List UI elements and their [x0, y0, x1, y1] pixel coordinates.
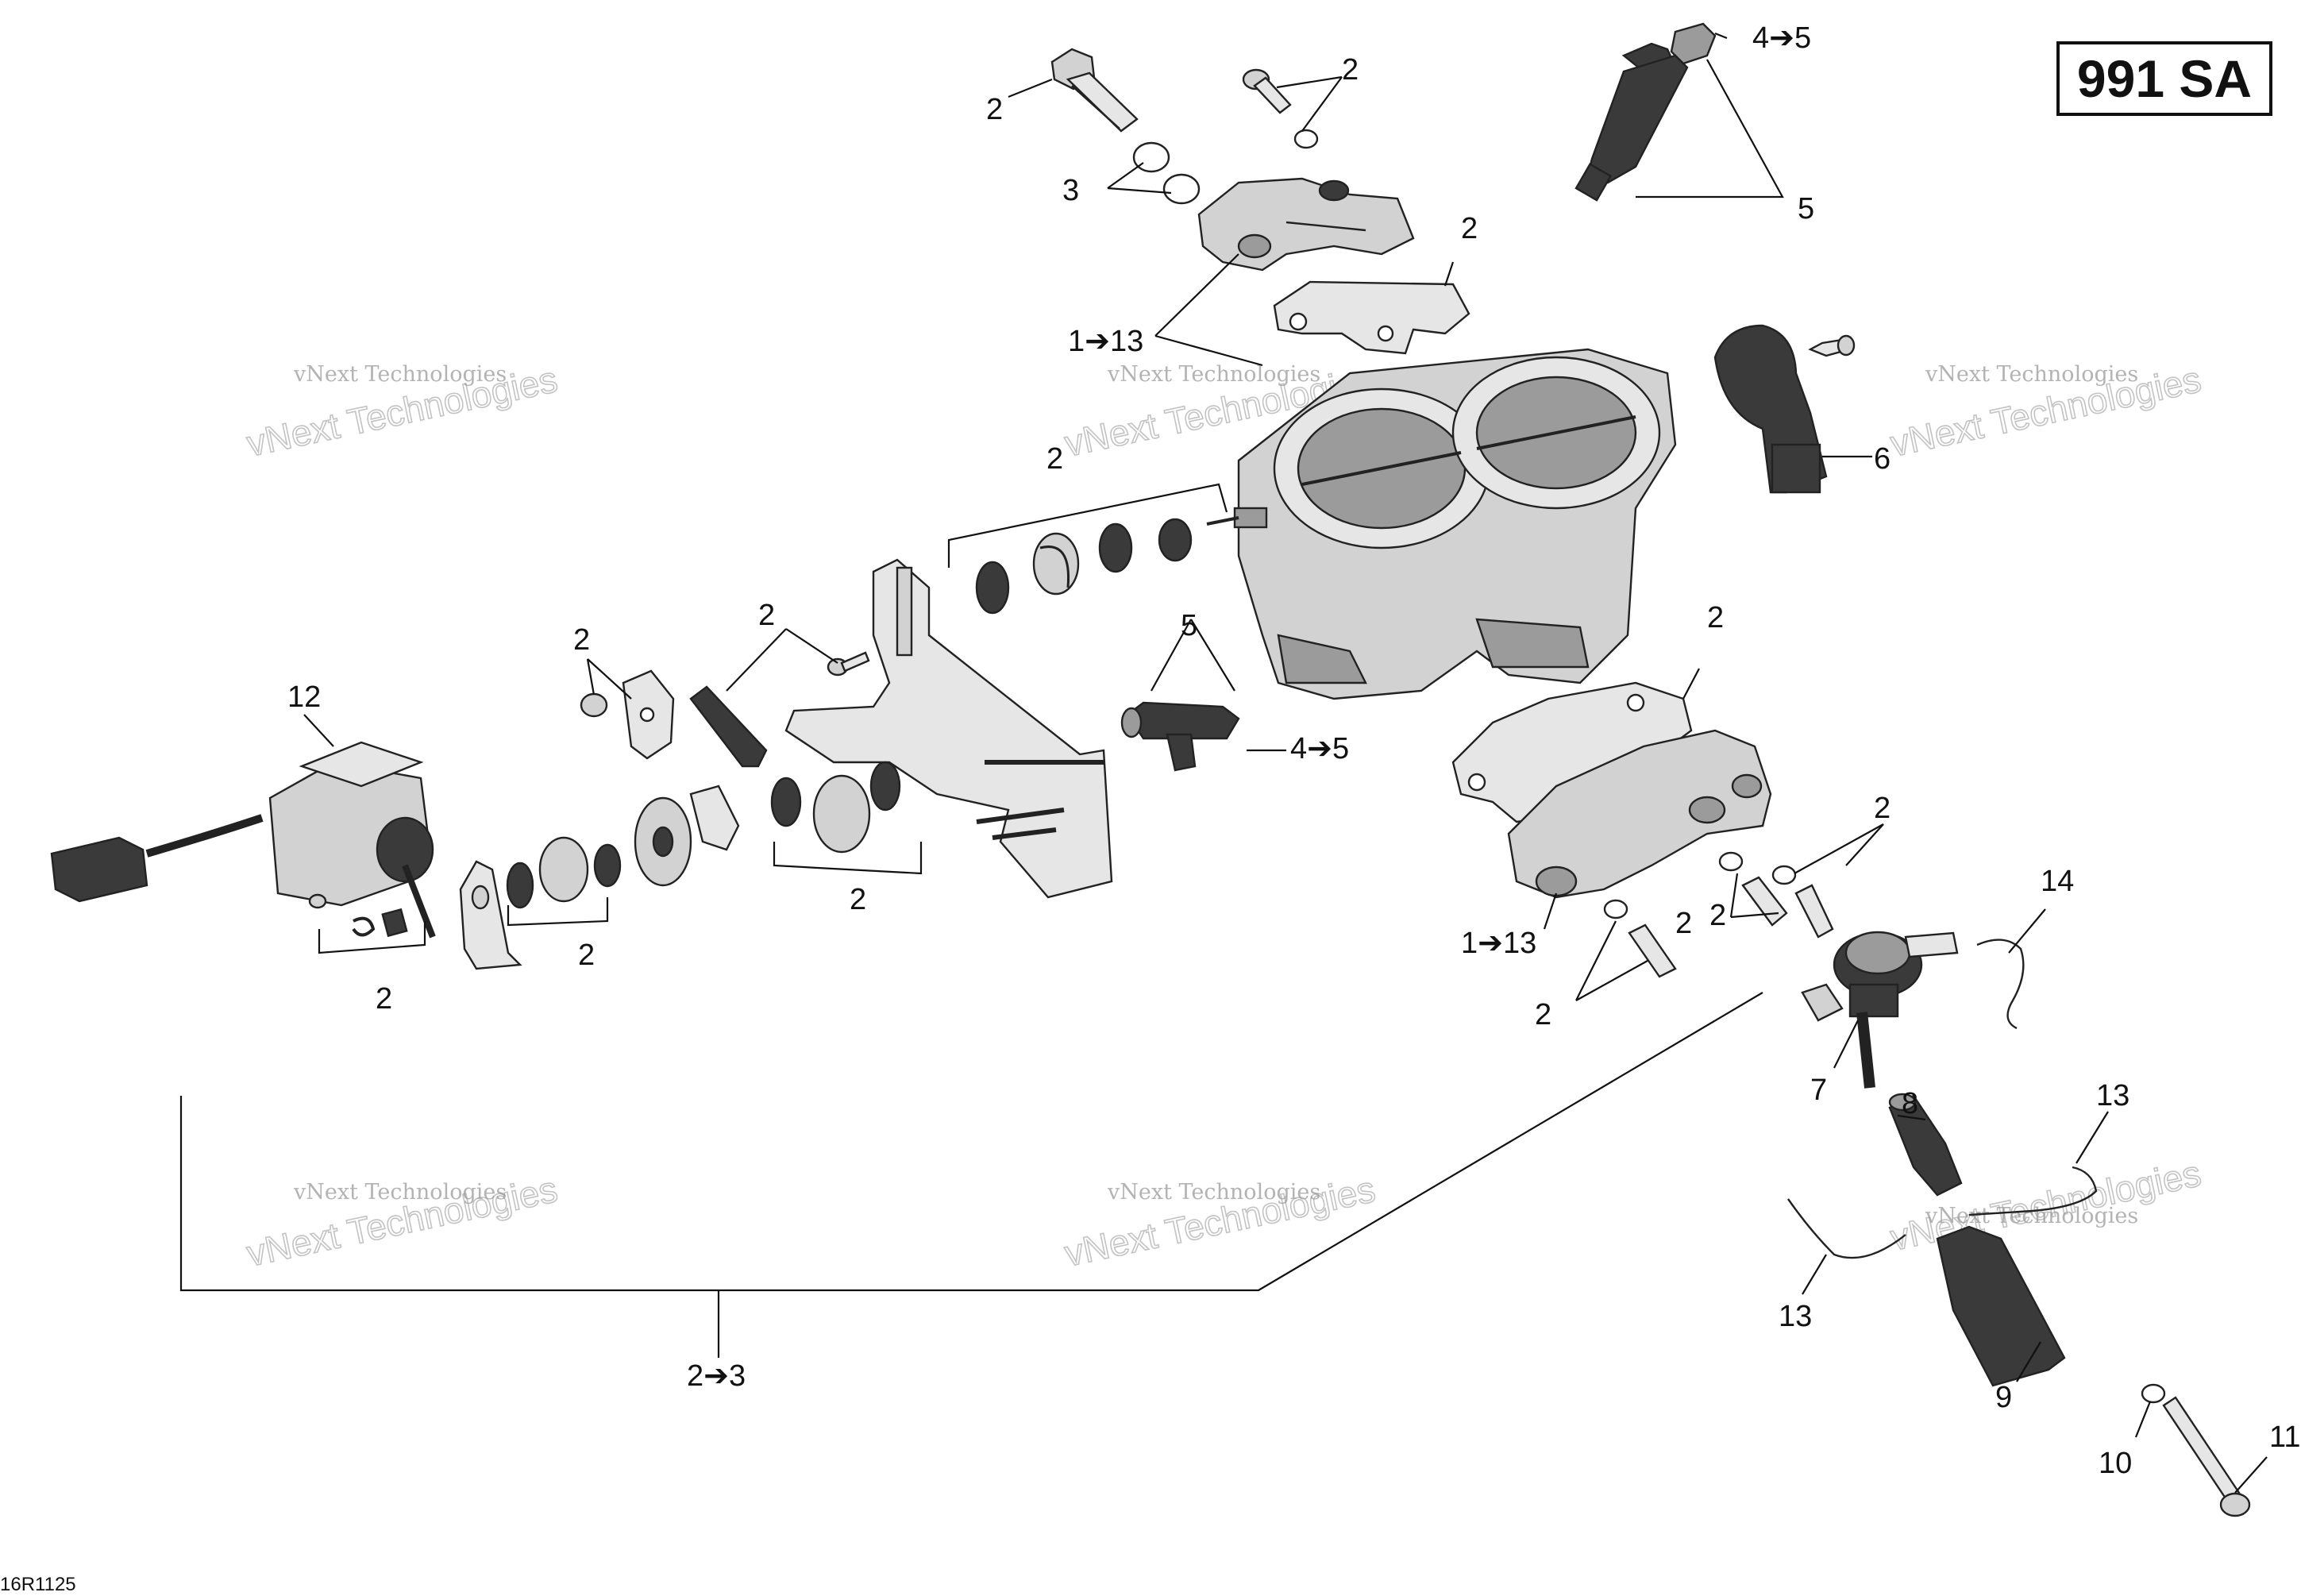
callout-label: 5 [1798, 192, 1814, 226]
callout-label: 2 [758, 599, 775, 632]
callouts: 2 2 3 4➔5 5 2 1➔13 6 2 2 2 12 5 4➔5 2 2 … [287, 21, 2300, 1480]
washer-upper [1293, 129, 1319, 149]
callout-label: 2 [1675, 907, 1692, 940]
callout-label: 8 [1902, 1087, 1918, 1120]
watermark-text: vNext Technologies [1925, 1204, 2138, 1228]
watermark-4: vNext Technologies vNext Technologies [242, 1167, 561, 1274]
return-hose [1976, 939, 2025, 1030]
callout-label: 2 [578, 939, 595, 972]
leader-lines [179, 32, 2268, 1494]
bolt-11 [2162, 1396, 2251, 1517]
clip-parts [308, 893, 408, 938]
sensor-screw [1808, 334, 1856, 357]
small-seals-lower [1603, 851, 1797, 919]
upper-fuel-rail [1197, 177, 1415, 272]
callout-label: 12 [287, 680, 321, 714]
watermark-text: vNext Technologies [293, 362, 507, 387]
fuel-injector-top [1574, 22, 1717, 202]
callout-label: 2➔3 [687, 1359, 746, 1393]
lower-fuel-rail [1507, 729, 1772, 899]
fuel-pressure-regulator [1801, 931, 1959, 1089]
callout-label: 2 [1342, 53, 1359, 87]
small-bracket [580, 669, 675, 760]
spring-set-middle [770, 761, 901, 854]
callout-label: 4➔5 [1752, 21, 1811, 55]
callout-label: 1➔13 [1461, 927, 1536, 960]
callout-label: 1➔13 [1068, 325, 1143, 358]
callout-label: 2 [850, 883, 866, 916]
hose-13-upper [1968, 1166, 2098, 1216]
callout-label: 2 [1709, 899, 1726, 932]
throttle-bracket [784, 558, 1113, 899]
callout-label: 2 [1046, 442, 1063, 476]
o-rings [1132, 141, 1201, 205]
washer-10 [2141, 1383, 2166, 1404]
small-screw-upper [1242, 68, 1292, 114]
fitting-8 [1888, 1093, 1963, 1197]
spring-set-upper [975, 518, 1193, 615]
model-badge: 991 SA [2056, 41, 2272, 116]
watermark-3: vNext Technologies vNext Technologies [1886, 357, 2205, 465]
throttle-lever [459, 860, 522, 970]
fuel-injector-lower [1120, 701, 1240, 772]
callout-label: 13 [2096, 1079, 2129, 1112]
watermark-1: vNext Technologies vNext Technologies [242, 357, 561, 465]
callout-label: 2 [376, 982, 392, 1016]
callout-label: 3 [1062, 174, 1079, 207]
callout-label: 11 [2269, 1421, 2300, 1454]
callout-label: 13 [1779, 1300, 1812, 1333]
watermark-text: vNext Technologies [1107, 1180, 1320, 1205]
hose-13-lower [1787, 1198, 1906, 1259]
throttle-position-sensor [1713, 324, 1828, 494]
reference-code: 16R1125 [0, 1574, 76, 1595]
callout-label: 2 [573, 623, 590, 657]
watermark-text: vNext Technologies [1107, 362, 1320, 387]
callout-label: 5 [1181, 609, 1197, 642]
throttle-body [1206, 348, 1677, 700]
callout-label: 10 [2099, 1447, 2132, 1480]
callout-label: 6 [1874, 442, 1891, 476]
watermark-text: vNext Technologies [1925, 362, 2138, 387]
pulley [634, 785, 740, 887]
gasket-upper [1273, 280, 1470, 355]
callout-label: 2 [1707, 601, 1724, 634]
callout-label: 7 [1810, 1074, 1827, 1107]
fittings-lower [1628, 876, 1834, 978]
callout-label: 2 [986, 93, 1003, 126]
callout-label: 2 [1461, 212, 1478, 245]
watermark-5: vNext Technologies vNext Technologies [1060, 1167, 1379, 1274]
screw-middle [827, 651, 870, 677]
actuator-motor [50, 741, 436, 939]
callout-label: 14 [2041, 865, 2074, 898]
callout-label: 4➔5 [1290, 732, 1349, 765]
watermark-text: vNext Technologies [293, 1180, 507, 1205]
callout-label: 2 [1874, 792, 1891, 825]
spring-set-left [506, 836, 622, 909]
callout-label: 2 [1535, 998, 1551, 1031]
top-bolt [1050, 48, 1139, 133]
link-rod [689, 685, 768, 768]
bracket-9 [1936, 1225, 2066, 1387]
callout-label: 9 [1995, 1381, 2012, 1414]
